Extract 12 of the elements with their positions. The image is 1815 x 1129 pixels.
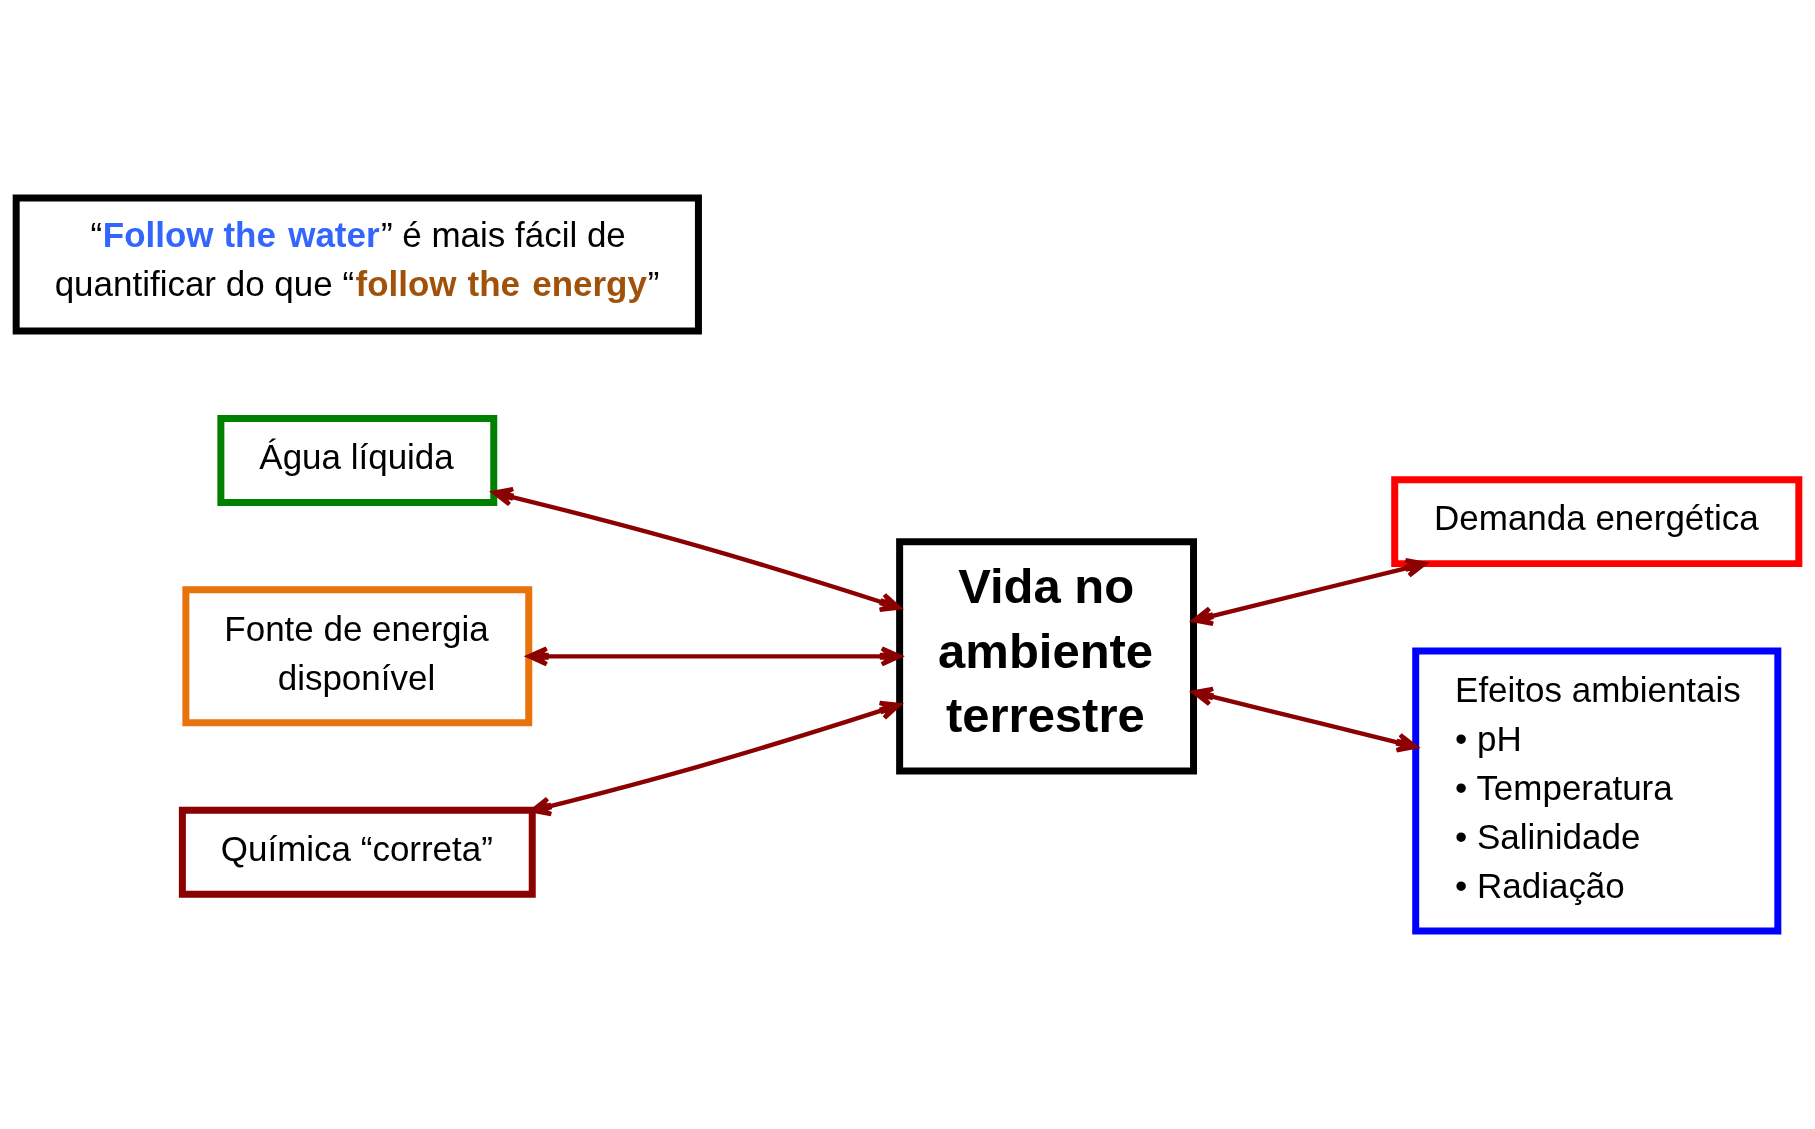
node-box: Fonte de energia disponível: [182, 586, 533, 727]
arrow: [1191, 558, 1427, 627]
node-box: Água líquida: [217, 414, 498, 506]
node-box: Efeitos ambientais • pH • Temperatura • Salinidade • Radiação: [1412, 647, 1782, 935]
node-box: “Follow the water” é mais fácil de quantificar do que “follow the energy”: [12, 194, 702, 335]
arrow: [526, 646, 902, 667]
node-box: Demanda energética: [1391, 476, 1803, 568]
arrow: [492, 486, 901, 612]
arrow: [1191, 686, 1418, 753]
node-box: Vida no ambiente terrestre: [896, 538, 1198, 775]
node-box: Química “correta”: [178, 806, 536, 898]
arrow: [530, 700, 901, 817]
